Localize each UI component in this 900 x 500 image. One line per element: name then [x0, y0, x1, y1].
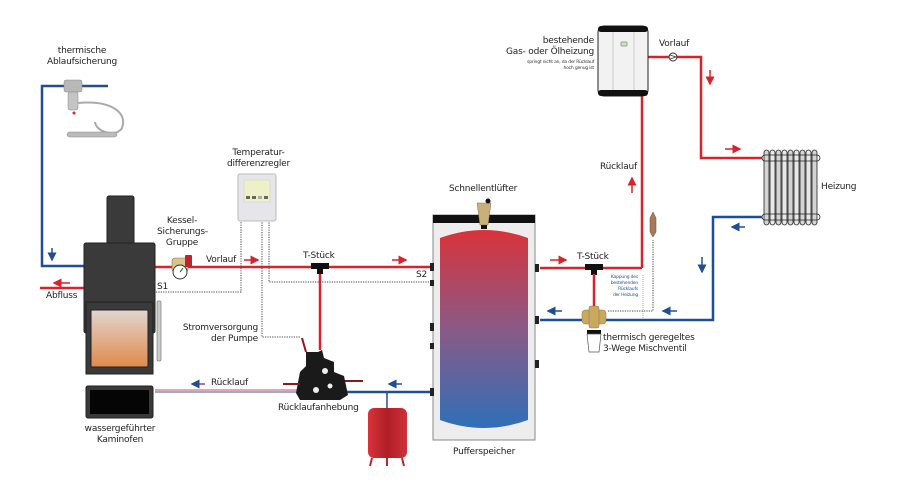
- thermal-safety-label: thermische Ablaufsicherung: [47, 46, 117, 68]
- label-line: Kappung des: [610, 275, 638, 280]
- gas-boiler-icon: [597, 25, 649, 97]
- t-piece-left-label: T-Stück: [303, 251, 335, 261]
- label-line: bestehenden: [610, 281, 638, 286]
- pressure-gauge-icon: [171, 255, 192, 280]
- label-line: Temperatur-: [232, 148, 285, 158]
- radiator-column: [811, 149, 818, 226]
- radiator-column: [775, 149, 782, 226]
- return-pipe-radiator: [540, 215, 762, 322]
- sensor-line-valve: [608, 240, 654, 312]
- heating-label: Heizung: [821, 182, 857, 192]
- buffer-tank-icon: [430, 214, 539, 441]
- boiler-safety-label: Kessel- Sicherungs- Gruppe: [157, 216, 208, 249]
- expansion-vessel-icon: [368, 408, 407, 467]
- radiator-column: [781, 149, 788, 226]
- label-line: Kaminofen: [96, 435, 144, 445]
- thermal-safety-valve-icon: [63, 79, 125, 138]
- label-line: thermisch geregeltes: [603, 333, 695, 343]
- air-vent-icon: [476, 198, 492, 229]
- radiator-header: [761, 213, 821, 221]
- vorlauf-left-label: Vorlauf: [206, 255, 237, 265]
- t-piece-left-icon: [311, 263, 329, 269]
- label-line: Kessel-: [166, 216, 198, 226]
- pump-power-label: Stromversorgung der Pumpe: [180, 323, 258, 345]
- label-line: Gas- oder Ölheizung: [506, 47, 594, 57]
- stove-label: wassergeführter Kaminofen: [80, 424, 160, 446]
- label-line: bestehende: [542, 36, 594, 46]
- label-line: Rücklaufs: [618, 287, 638, 292]
- t-piece-right-icon: [585, 264, 603, 270]
- s1-label: S1: [157, 282, 169, 292]
- radiator-column: [763, 149, 770, 226]
- return-lift-label: Rücklaufanhebung: [278, 403, 359, 413]
- sensor-icon: [649, 211, 657, 238]
- label-line: thermische: [57, 46, 107, 56]
- label-line: wassergeführter: [84, 424, 156, 434]
- controller-label: Temperatur- differenzregler: [221, 148, 296, 170]
- circulation-pump-icon: [668, 52, 678, 62]
- s2-label: S2: [416, 270, 428, 280]
- flow-pipe-radiator: [682, 55, 762, 160]
- sensor-line-s1: [156, 220, 242, 293]
- label-line: 3-Wege Mischventil: [603, 344, 687, 354]
- radiator-icon: [761, 149, 821, 226]
- label-line: der Heizung: [612, 293, 638, 298]
- ruecklauf-right-label: Rücklauf: [600, 162, 638, 172]
- abfluss-label: Abfluss: [46, 291, 78, 301]
- label-line: hoch genug ist: [563, 65, 594, 71]
- stove-icon: [83, 195, 162, 419]
- radiator-column: [793, 149, 800, 226]
- existing-heater-note: springt nicht an, da der Rücklauf hoch g…: [500, 60, 594, 71]
- radiator-column: [805, 149, 812, 226]
- ruecklauf-bottom-label: Rücklauf: [211, 378, 249, 388]
- radiator-column: [769, 149, 776, 226]
- label-line: differenzregler: [226, 159, 291, 169]
- mixing-valve-icon: [581, 305, 607, 353]
- radiator-column: [787, 149, 794, 226]
- controller-icon: [237, 173, 277, 222]
- radiator-header: [761, 154, 821, 162]
- label-line: Gruppe: [165, 238, 199, 248]
- t-piece-right-label: T-Stück: [577, 252, 609, 262]
- air-vent-label: Schnellentlüfter: [449, 184, 518, 194]
- vorlauf-right-label: Vorlauf: [659, 39, 690, 49]
- mixing-valve-label: thermisch geregeltes 3-Wege Mischventil: [603, 333, 695, 355]
- label-line: Stromversorgung: [182, 323, 258, 333]
- sensor-line-s2: [268, 220, 432, 283]
- power-line-pump: [261, 220, 300, 338]
- label-line: Sicherungs-: [157, 227, 208, 237]
- decoupling-note: Kappung des bestehenden Rücklaufs der He…: [598, 275, 638, 299]
- label-line: der Pumpe: [210, 334, 258, 344]
- pump-group-icon: [283, 337, 363, 400]
- label-line: Ablaufsicherung: [47, 57, 117, 67]
- existing-heater-label: bestehende Gas- oder Ölheizung: [490, 36, 594, 58]
- buffer-label: Pufferspeicher: [453, 447, 516, 457]
- radiator-column: [799, 149, 806, 226]
- label-line: springt nicht an, da der Rücklauf: [527, 60, 594, 65]
